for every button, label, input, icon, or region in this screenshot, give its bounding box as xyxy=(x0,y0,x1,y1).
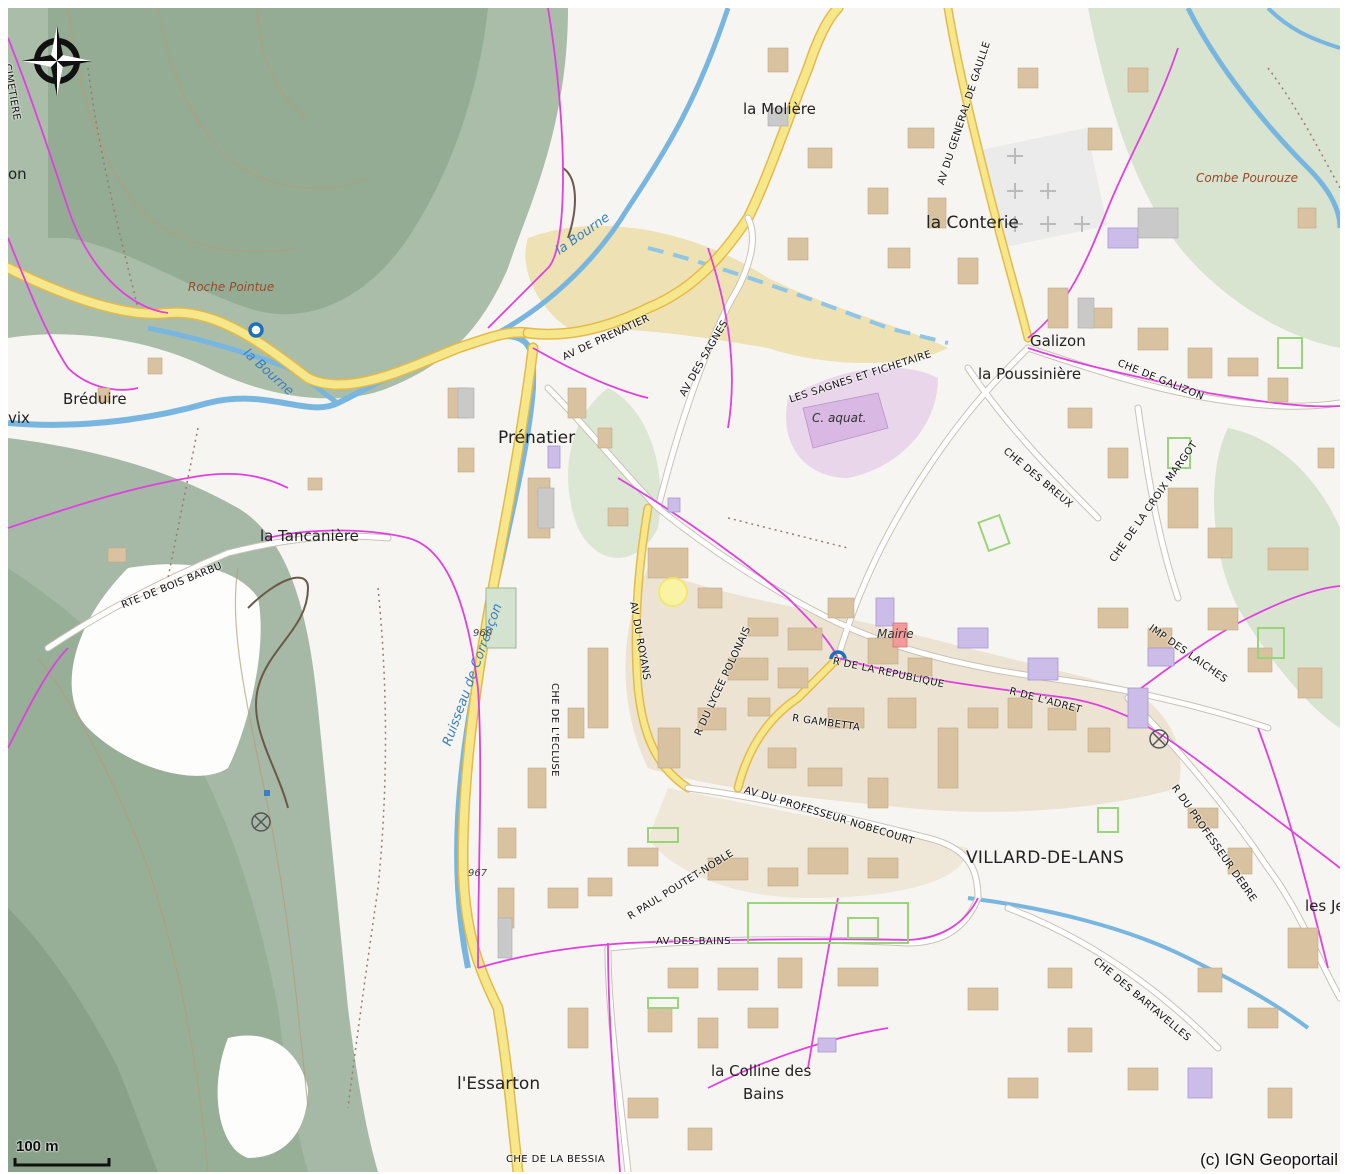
feature-label-combe-pourouze: Combe Pourouze xyxy=(1196,171,1298,185)
place-label-la-conterie: la Conterie xyxy=(926,213,1019,233)
place-label-on: on xyxy=(8,165,27,183)
map-attribution: (c) IGN Geoportail xyxy=(1200,1150,1338,1169)
poi-marker-roche xyxy=(248,322,264,338)
place-label-villard-de-lans: VILLARD-DE-LANS xyxy=(966,848,1125,868)
scale-bar-label: 100 m xyxy=(16,1138,59,1155)
place-label-prenatier: Prénatier xyxy=(498,428,576,448)
place-label-essarton: l'Essarton xyxy=(457,1074,541,1094)
road-label-av-bains: AV DES BAINS xyxy=(656,936,732,947)
poi-marker-mairie xyxy=(829,650,847,660)
compass-icon[interactable] xyxy=(20,24,94,98)
map-canvas[interactable]: la Molière la Conterie Galizon la Poussi… xyxy=(8,8,1340,1172)
road-label-bessia: CHE DE LA BESSIA xyxy=(506,1154,606,1165)
highlight-circle xyxy=(658,577,688,607)
scale-bar xyxy=(13,1158,111,1167)
place-label-la-poussiniere: la Poussinière xyxy=(978,365,1082,383)
place-label-colline-line1: la Colline des xyxy=(711,1062,812,1080)
place-label-la-tancaniere: la Tancanière xyxy=(260,527,359,545)
map-base-layer xyxy=(8,8,1340,1172)
place-label-la-moliere: la Molière xyxy=(743,100,816,118)
place-label-breduire: Bréduire xyxy=(63,390,127,408)
place-label-vix: vix xyxy=(8,409,30,427)
altitude-label-960: 960 xyxy=(473,628,493,639)
road-label-ecluse: CHE DE L'ECLUSE xyxy=(549,683,560,777)
place-label-les-je: les Je xyxy=(1305,897,1340,915)
town-hall-building xyxy=(892,622,908,648)
place-label-c-aquat: C. aquat. xyxy=(812,411,867,425)
place-label-colline-line2: Bains xyxy=(743,1085,784,1103)
altitude-label-967: 967 xyxy=(468,868,488,879)
place-label-mairie: Mairie xyxy=(877,627,914,641)
place-label-galizon: Galizon xyxy=(1030,332,1086,350)
feature-label-roche-pointue: Roche Pointue xyxy=(188,280,275,294)
